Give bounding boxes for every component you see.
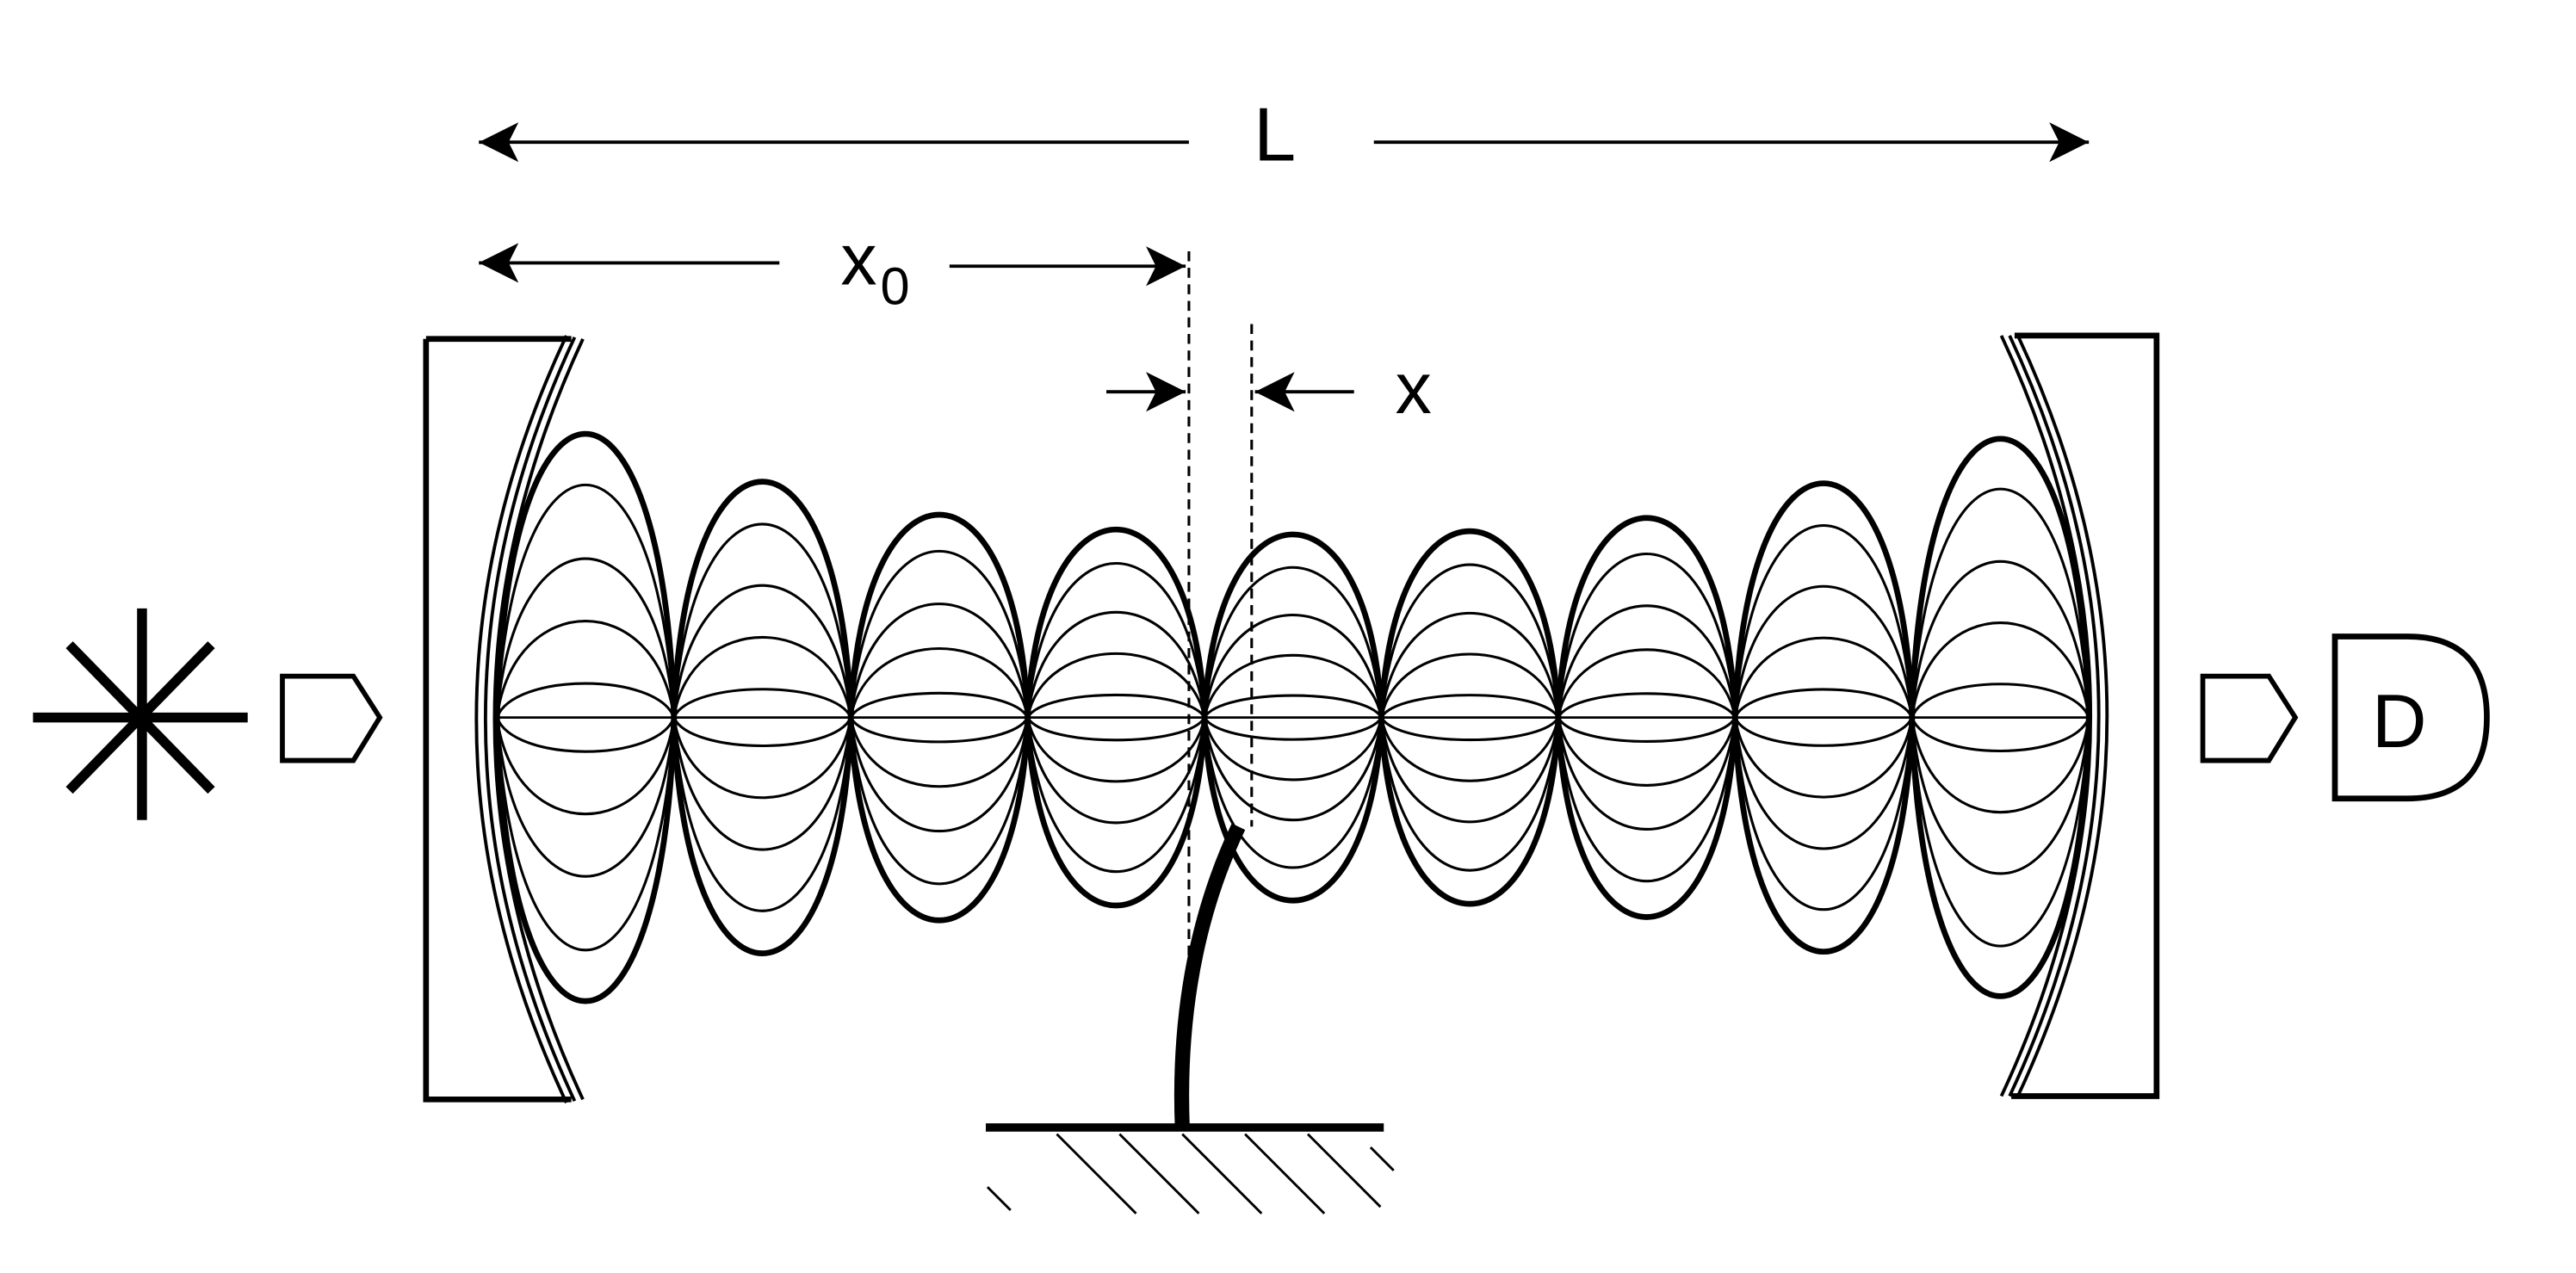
detector-label: D bbox=[2372, 678, 2427, 763]
mode-lobe bbox=[1555, 515, 1738, 920]
mode-lobe bbox=[1731, 480, 1916, 955]
mode-lobe bbox=[493, 431, 678, 1004]
ground-hatch-icon bbox=[986, 1123, 1395, 1214]
x-label: x bbox=[1396, 348, 1432, 429]
input-arrow-icon bbox=[280, 673, 383, 763]
light-source-icon bbox=[33, 608, 248, 820]
membrane-post bbox=[1173, 823, 1246, 1128]
mode-lobe bbox=[1378, 528, 1562, 907]
standing-wave-mode bbox=[493, 431, 2092, 1004]
detector-icon: D bbox=[2331, 633, 2490, 802]
mode-lobe bbox=[847, 511, 1031, 924]
x0-label-subscript: 0 bbox=[880, 256, 909, 316]
mode-lobe bbox=[671, 479, 854, 956]
length-dimension: L bbox=[479, 91, 2090, 176]
x-dimension: x bbox=[1106, 324, 1432, 827]
x0-label-main: x bbox=[840, 219, 876, 300]
length-label: L bbox=[1254, 91, 1296, 176]
mode-lobe bbox=[1909, 436, 2092, 999]
mode-lobe bbox=[1025, 526, 1208, 909]
output-arrow-icon bbox=[2200, 673, 2299, 763]
mode-lobe bbox=[1201, 531, 1384, 904]
